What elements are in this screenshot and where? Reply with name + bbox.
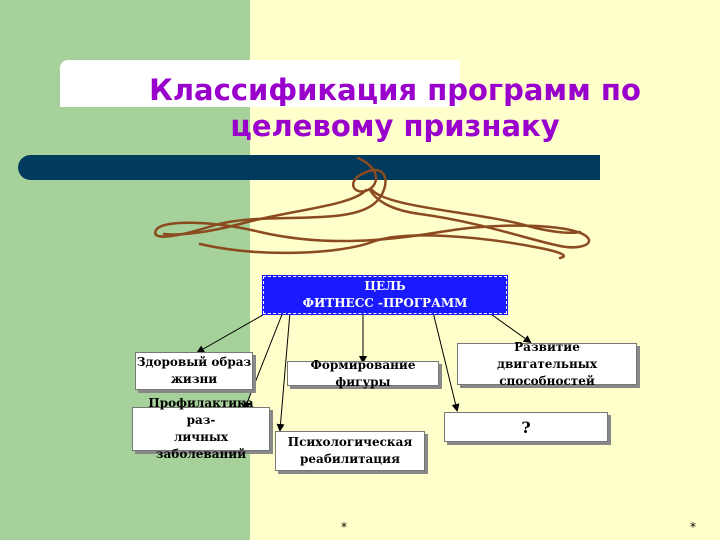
node-label: Здоровый образ: [136, 355, 252, 369]
footer-star-center: *: [341, 520, 347, 534]
footer-star-right: *: [690, 520, 696, 534]
root-line-2: ФИТНЕСС -ПРОГРАММ: [302, 296, 468, 310]
node-label: Профилактика раз-: [148, 396, 254, 427]
title-line-1: Классификация программ по: [149, 73, 641, 107]
root-line-1: ЦЕЛЬ: [364, 279, 406, 293]
flourish-ornament: [154, 156, 591, 260]
title-line-2: целевому признаку: [230, 109, 560, 143]
node-healthy-lifestyle: Здоровый образ жизни: [135, 352, 253, 390]
node-label: жизни: [170, 372, 218, 386]
node-label: Развитие: [514, 339, 580, 354]
node-label: двигательных способностей: [496, 356, 597, 388]
node-label: личных заболеваний: [155, 430, 247, 461]
node-label: реабилитация: [300, 452, 400, 466]
root-node-fitness-goal: ЦЕЛЬ ФИТНЕСС -ПРОГРАММ: [263, 276, 507, 314]
slide-title: Классификация программ по целевому призн…: [100, 72, 690, 144]
node-unknown: ?: [444, 412, 608, 442]
node-label: Психологическая: [287, 435, 413, 449]
decorative-bar: [18, 155, 600, 180]
node-label: ?: [521, 417, 531, 437]
node-disease-prevention: Профилактика раз- личных заболеваний: [132, 396, 270, 461]
title-plate: [60, 60, 460, 107]
arrow-to-motor: [487, 311, 532, 344]
node-label: Формирование фигуры: [310, 357, 416, 389]
node-psych-rehab: Психологическая реабилитация: [275, 431, 425, 471]
node-figure-shaping: Формирование фигуры: [287, 358, 439, 389]
node-motor-abilities: Развитие двигательных способностей: [457, 340, 637, 388]
